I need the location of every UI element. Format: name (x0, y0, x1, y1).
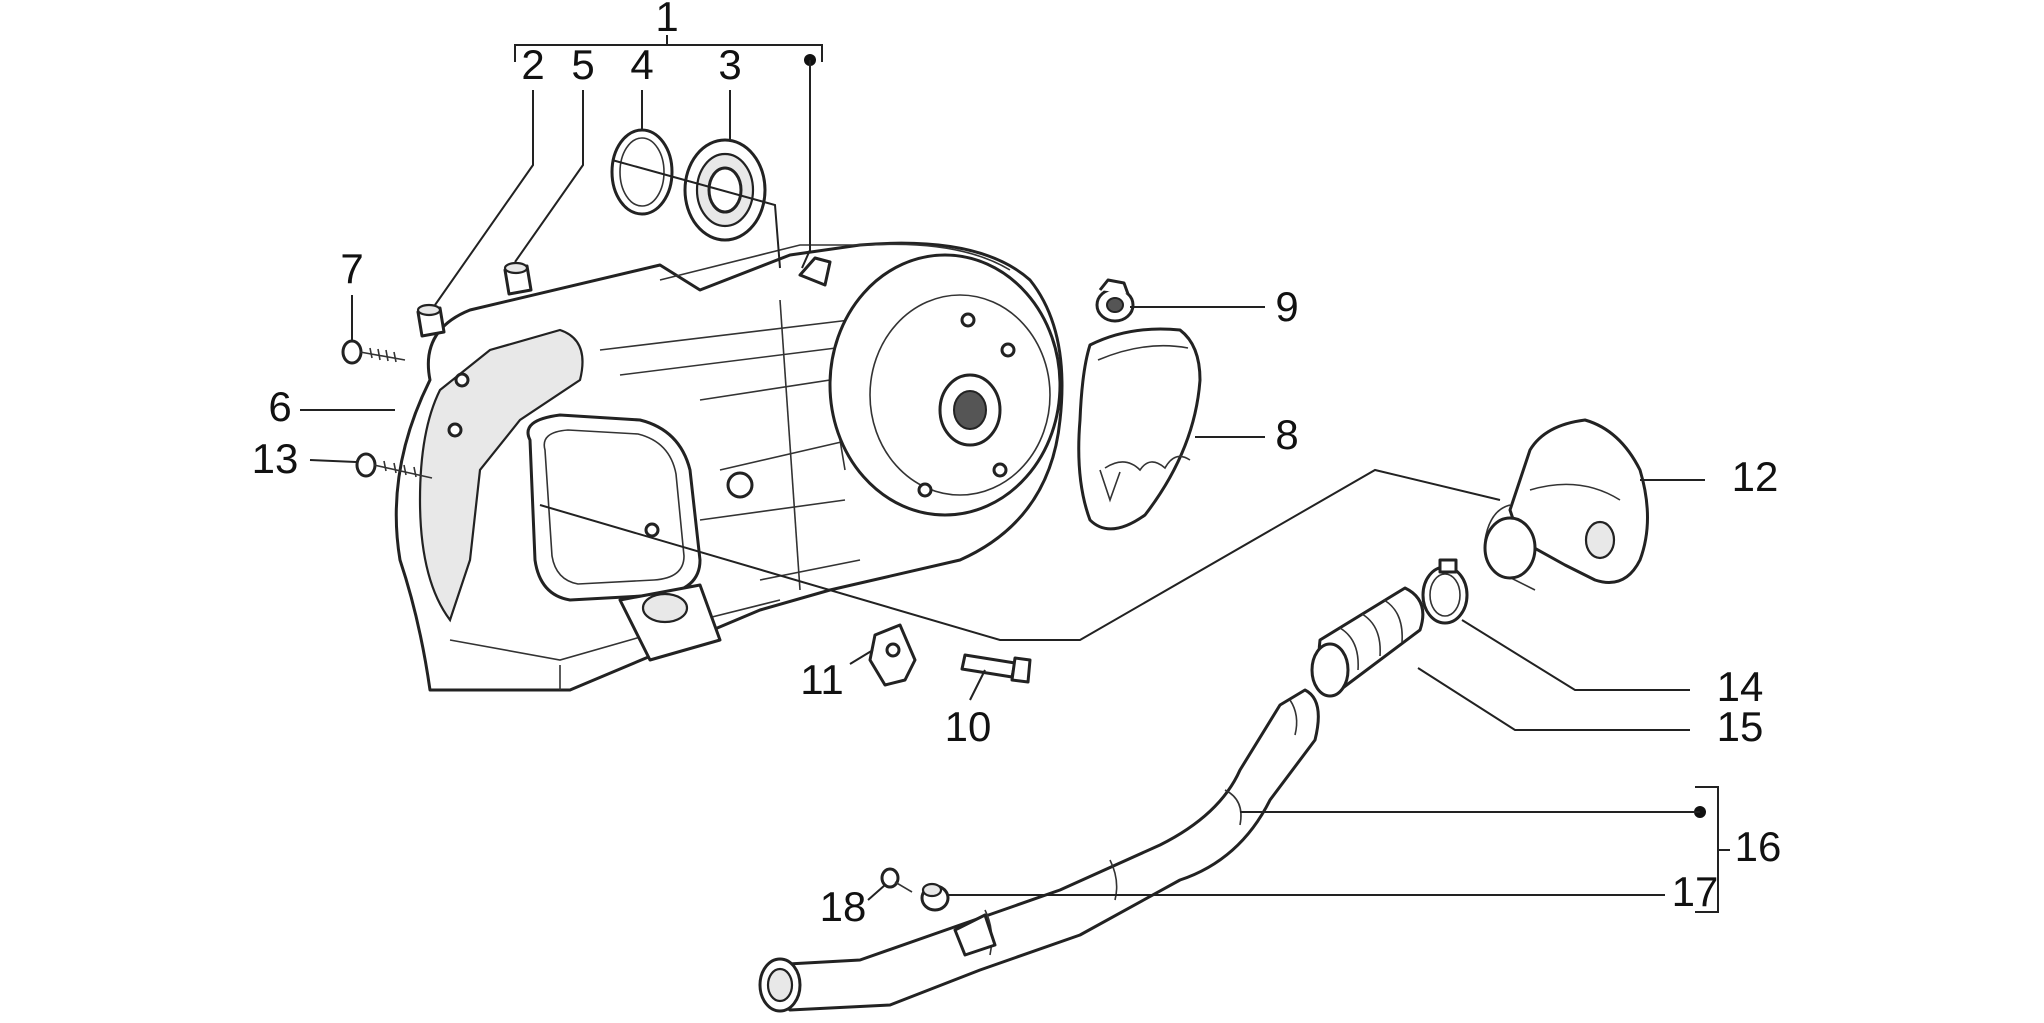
bolt-10 (960, 653, 1032, 684)
callout-6: 6 (268, 383, 291, 430)
callout-5: 5 (571, 41, 594, 88)
callout-3: 3 (718, 41, 741, 88)
circlip-4 (610, 128, 674, 216)
callout-4: 4 (630, 41, 653, 88)
logo-cover-8 (1077, 327, 1202, 531)
callout-17: 17 (1672, 868, 1719, 915)
callout-11: 11 (800, 656, 844, 703)
callout-16: 16 (1735, 823, 1782, 870)
callout-7: 7 (340, 245, 363, 292)
bracket-11 (868, 623, 917, 687)
callout-9: 9 (1275, 283, 1298, 330)
screw-7 (341, 339, 406, 365)
callout-15: 15 (1717, 703, 1764, 750)
hose-clamp-14 (1421, 558, 1469, 625)
callout-1: 1 (655, 0, 678, 40)
plug-9 (1095, 278, 1135, 323)
air-hose-16 (758, 688, 1320, 1013)
callout-2: 2 (521, 41, 544, 88)
callout-13: 13 (252, 435, 299, 482)
dowel-pin-2 (416, 303, 446, 338)
leader-lines (300, 35, 1730, 913)
rubber-coupling-15 (1310, 586, 1425, 698)
bearing-3 (683, 138, 767, 242)
grommet-17 (920, 882, 950, 912)
callout-12: 12 (1732, 453, 1779, 500)
air-duct-12 (1483, 418, 1649, 591)
screw-13 (355, 452, 433, 479)
callout-labels: 1 2 5 4 3 7 6 13 9 8 12 14 15 16 17 11 1… (252, 0, 1782, 930)
callout-14: 14 (1717, 663, 1764, 710)
dowel-pin-5 (503, 261, 533, 296)
callout-10: 10 (945, 703, 992, 750)
callout-18: 18 (820, 883, 867, 930)
callout-8: 8 (1275, 411, 1298, 458)
screw-18 (880, 867, 913, 893)
transmission-cover (394, 241, 1064, 692)
